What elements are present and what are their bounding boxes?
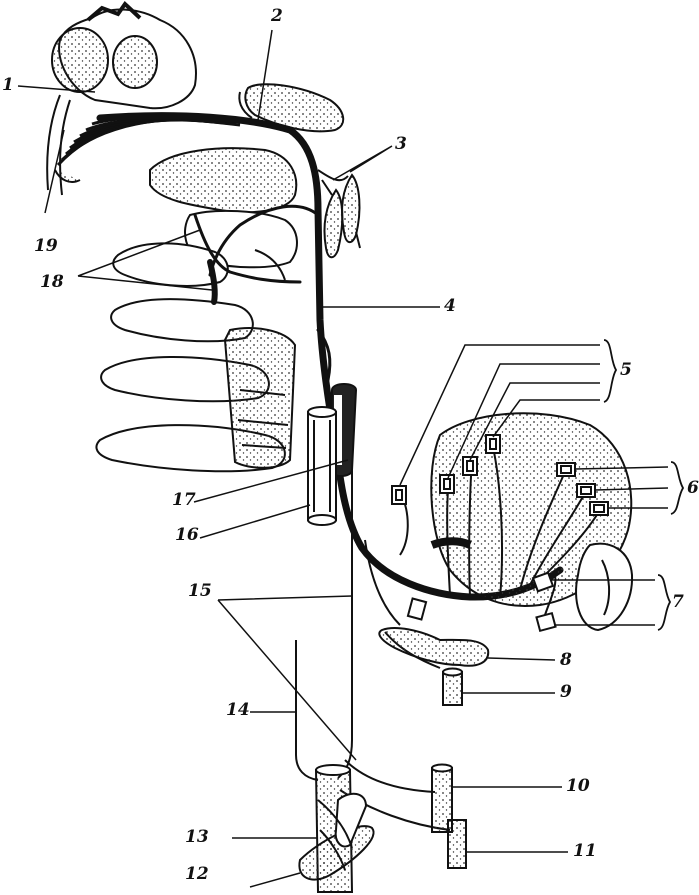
- label-1: 1: [2, 75, 14, 95]
- label-17: 17: [172, 490, 196, 510]
- abdominal-organ-fragments: [378, 627, 490, 869]
- label-5: 5: [620, 360, 632, 380]
- label-16: 16: [175, 525, 199, 545]
- label-8: 8: [560, 650, 572, 670]
- plexus-ganglion-boxes: [391, 434, 609, 633]
- label-15: 15: [188, 581, 212, 601]
- label-10: 10: [566, 776, 590, 796]
- label-7: 7: [672, 592, 684, 612]
- label-leader-lines: [17, 29, 669, 888]
- vessels-neck: [307, 383, 358, 526]
- label-brackets: [603, 339, 685, 631]
- cervical-vertebrae: [95, 147, 298, 473]
- cranial-bone-fragment: [238, 83, 345, 133]
- label-18: 18: [40, 272, 64, 292]
- label-14: 14: [226, 700, 250, 720]
- label-19: 19: [34, 236, 58, 256]
- label-12: 12: [185, 864, 209, 884]
- label-2: 2: [271, 6, 283, 26]
- label-6: 6: [687, 478, 699, 498]
- label-9: 9: [560, 682, 572, 702]
- thoracic-organ-outline: [430, 412, 634, 632]
- label-11: 11: [573, 841, 597, 861]
- label-3: 3: [395, 134, 407, 154]
- lower-plexus-vessels: [298, 764, 375, 893]
- label-4: 4: [444, 296, 456, 316]
- vagus-ganglia: [317, 169, 361, 259]
- thoracic-branches: [399, 446, 601, 616]
- label-13: 13: [185, 827, 209, 847]
